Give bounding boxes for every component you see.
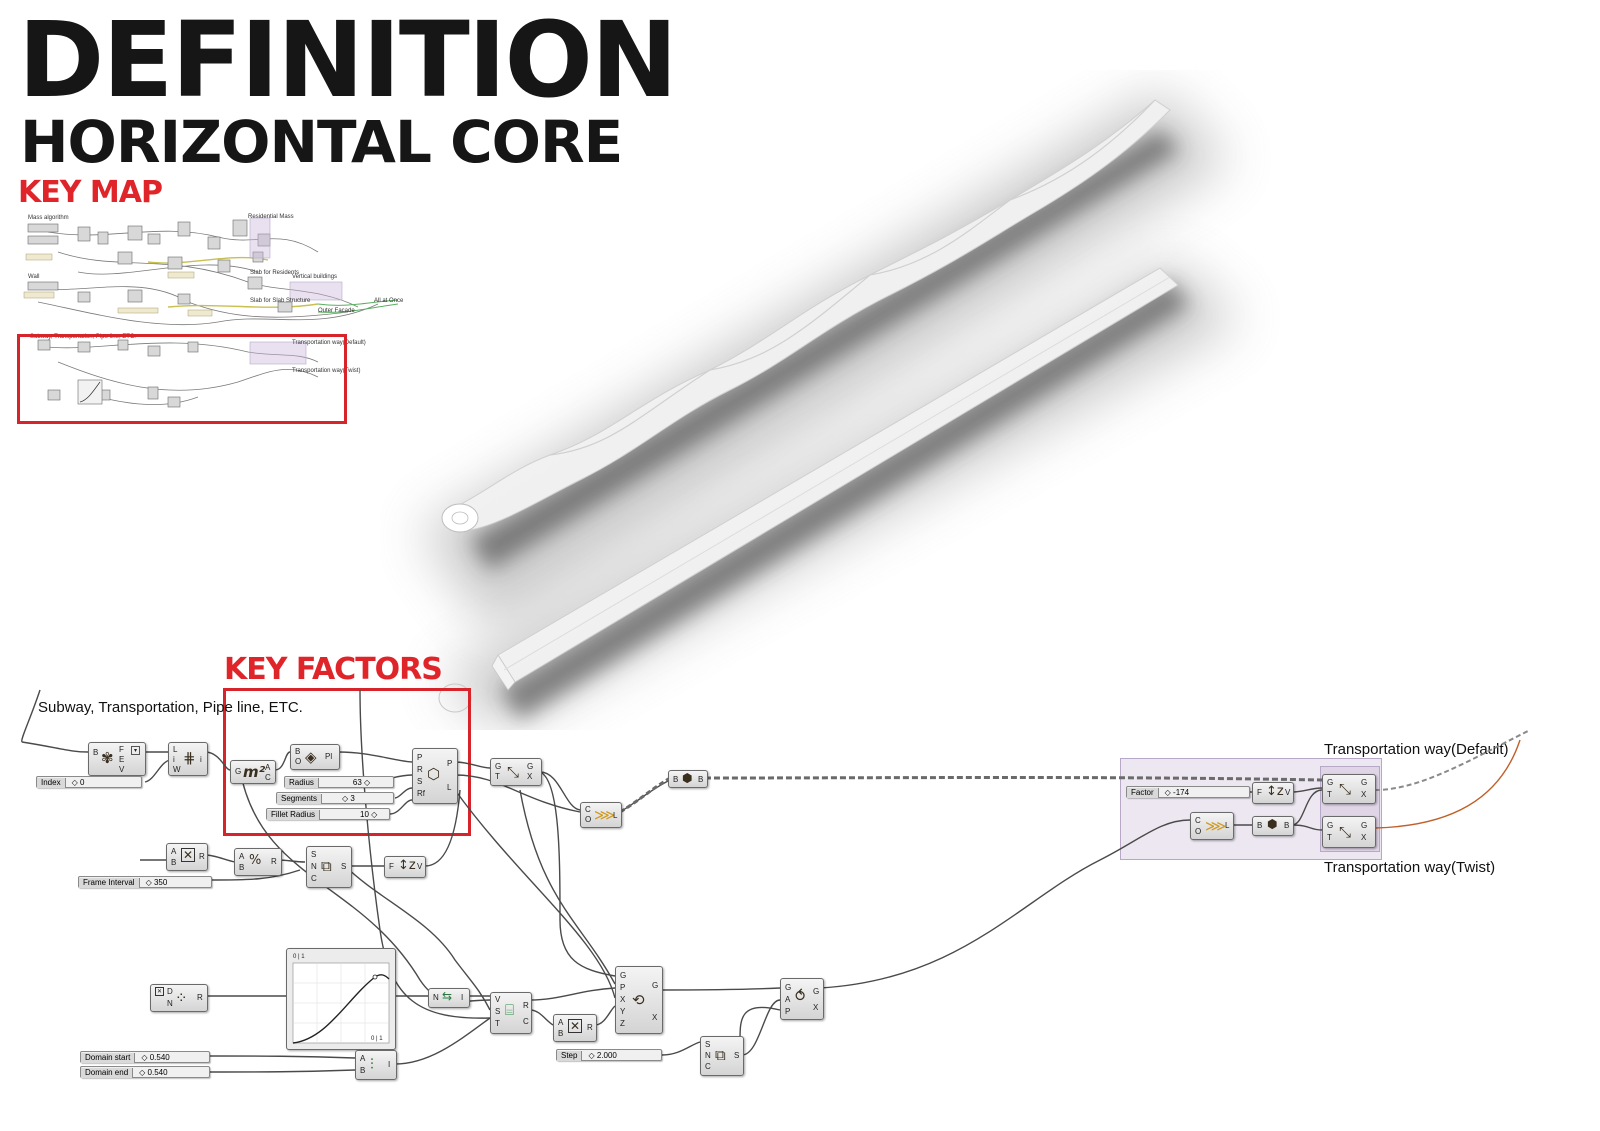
twisted-tube-end xyxy=(441,503,479,533)
vector-z-node-b[interactable]: F ↕z V xyxy=(1252,782,1294,804)
keymap-note-slab-structure: Slab for Slab Structure xyxy=(250,298,311,304)
step-param[interactable]: Step◇ 2.000 xyxy=(556,1049,662,1061)
loft-node-b[interactable]: B ⬢ B xyxy=(1252,816,1294,836)
construct-point-icon: ⌸ xyxy=(505,1001,515,1019)
graph-corner-top: 0 | 1 xyxy=(293,954,305,960)
keymap-note-outer-facade: Outer Facade xyxy=(318,308,355,314)
wire-layer xyxy=(21,689,1531,1073)
annotation-left: Subway, Transportation, Pipe line, ETC. xyxy=(38,699,303,716)
keymap-note-vertical: Vertical buildings xyxy=(292,274,338,280)
page-title: DEFINITION xyxy=(18,0,678,121)
vector-z-icon: ↕z xyxy=(398,858,416,873)
transform-icon-default: ⤡ xyxy=(1339,780,1352,798)
page-subtitle: HORIZONTAL CORE xyxy=(20,108,623,176)
keymap-note-all-at-once: All at Once xyxy=(374,298,404,304)
twist-icon: ⥀ xyxy=(795,987,806,1005)
multiply-icon: ✕ xyxy=(181,848,195,862)
key-map-highlight-box xyxy=(17,334,347,424)
multiply-icon-b: ✕ xyxy=(568,1019,582,1033)
domain-start-param[interactable]: Domain start◇ 0.540 xyxy=(80,1051,210,1063)
loft-icon: ⬢ xyxy=(682,771,693,785)
transform-icon: ⤡ xyxy=(507,763,520,781)
plane-icon: ◈ xyxy=(305,748,317,766)
division-icon: % xyxy=(249,853,262,868)
factor-param[interactable]: Factor◇ -174 xyxy=(1126,786,1250,798)
straight-tube-core-shadow xyxy=(500,280,1190,720)
key-map-wires xyxy=(23,217,399,408)
remap-node[interactable]: N ⇆ I xyxy=(428,988,470,1008)
index-param[interactable]: Index◇ 0 xyxy=(36,776,142,788)
series-icon: ⧉ xyxy=(321,857,332,875)
transform-icon-twist: ⤡ xyxy=(1339,823,1352,841)
key-map-thumbnail: Mass algorithm Residential Mass Wall Sla… xyxy=(18,212,408,424)
domain-icon: ⫶ xyxy=(370,1055,374,1073)
area-icon: m² xyxy=(243,763,266,781)
keymap-note-residential: Residential Mass xyxy=(248,214,294,220)
vector-z-icon-b: ↕z xyxy=(1266,784,1284,799)
annotation-default-output: Transportation way(Default) xyxy=(1324,741,1509,758)
explode-icon: ✾ xyxy=(101,749,114,767)
dropdown-chevron-icon: ▾ xyxy=(131,746,140,755)
keymap-note-tw-twist: Transportation way(Twist) xyxy=(292,368,361,374)
list-item-icon: ⋕ xyxy=(183,749,196,767)
polygon-icon: ⬡ xyxy=(427,765,441,783)
bounds-icon: ⁘ xyxy=(175,989,188,1007)
graph-corner-bottom: 0 | 1 xyxy=(371,1036,383,1042)
segments-param[interactable]: Segments◇ 3 xyxy=(276,792,394,804)
key-factors-highlight-box xyxy=(223,688,471,836)
keymap-note-subway: Subway, Transportation, Pipe line, ETC. xyxy=(30,334,136,340)
loft-icon-b: ⬢ xyxy=(1267,817,1278,831)
tube-render xyxy=(420,90,1240,730)
divide-curve-icon: ⋙ xyxy=(594,806,616,824)
twisted-tube xyxy=(449,99,1171,531)
rotate-icon: ⟲ xyxy=(632,991,645,1009)
loft-node[interactable]: B ⬢ B xyxy=(668,770,708,788)
key-map-label: KEY MAP xyxy=(18,175,163,210)
remap-icon: ⇆ xyxy=(442,989,453,1003)
twisted-tube-core-shadow xyxy=(470,130,1180,570)
frame-interval-param[interactable]: Frame Interval◇ 350 xyxy=(78,876,212,888)
vector-z-node[interactable]: F ↕z V xyxy=(384,856,426,878)
graph-mapper-node[interactable]: 0 | 1 0 | 1 xyxy=(286,948,396,1050)
keymap-note-wall: Wall xyxy=(28,274,40,280)
keymap-note-slab-residents: Slab for Residents xyxy=(250,270,300,276)
annotation-twist-output: Transportation way(Twist) xyxy=(1324,859,1496,876)
domain-end-param[interactable]: Domain end◇ 0.540 xyxy=(80,1066,210,1078)
keymap-note-mass: Mass algorithm xyxy=(28,215,69,221)
graph-mapper-icon xyxy=(292,962,390,1044)
series-icon-b: ⧉ xyxy=(715,1046,726,1064)
divide-curve-icon-b: ⋙ xyxy=(1205,817,1227,835)
keymap-note-tw-default: Transportation way(Default) xyxy=(292,340,366,346)
key-factors-label: KEY FACTORS xyxy=(224,652,443,687)
